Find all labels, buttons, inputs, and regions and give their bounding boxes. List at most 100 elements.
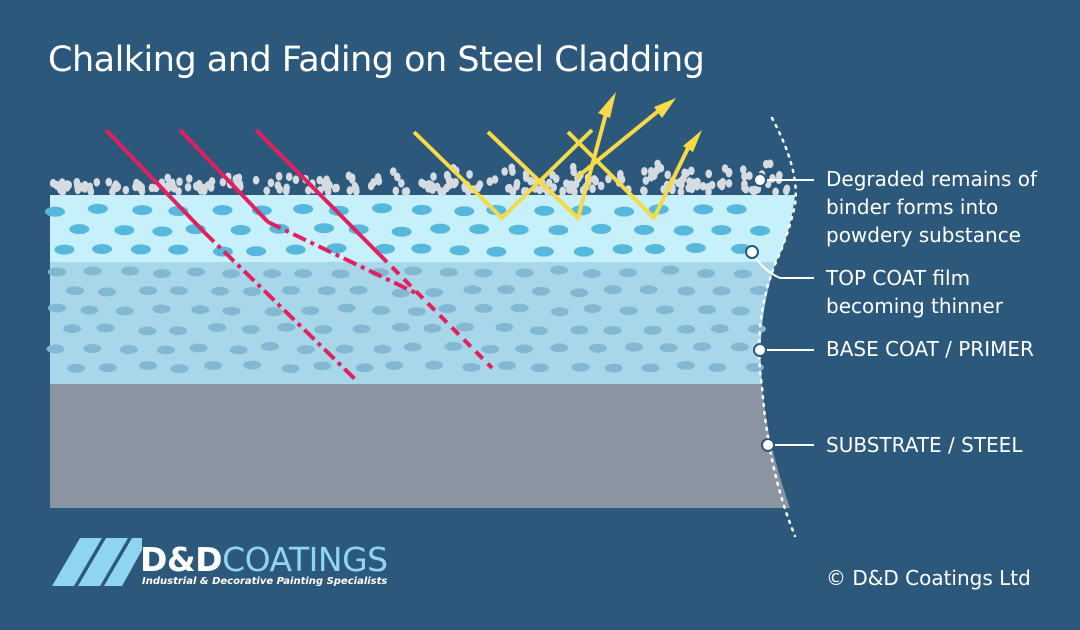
chalk-particle bbox=[677, 187, 685, 197]
chalk-particle bbox=[545, 178, 553, 188]
base-coat-particle bbox=[438, 304, 457, 314]
base-coat-particle bbox=[335, 344, 354, 354]
chalk-particle bbox=[597, 181, 605, 191]
top-coat-particle bbox=[92, 244, 113, 255]
base-coat-particle bbox=[222, 306, 241, 316]
base-coat-particle bbox=[296, 345, 315, 355]
chalk-particle bbox=[86, 182, 94, 192]
base-coat-particle bbox=[659, 343, 678, 353]
top-coat-particle bbox=[87, 203, 108, 214]
base-coat-particle bbox=[314, 325, 333, 335]
top-coat-particle bbox=[634, 224, 655, 235]
base-coat-particle bbox=[96, 323, 115, 333]
base-coat-particles bbox=[46, 265, 769, 374]
base-coat-particle bbox=[204, 361, 223, 371]
top-coat-particle bbox=[533, 246, 554, 257]
chalk-particle bbox=[699, 181, 707, 191]
base-coat-particle bbox=[463, 285, 482, 295]
base-coat-particle bbox=[67, 363, 86, 373]
base-coat-particle bbox=[229, 345, 248, 355]
base-coat-particle bbox=[570, 288, 589, 298]
base-coat-particle bbox=[337, 303, 356, 313]
base-coat-particle bbox=[281, 364, 300, 374]
top-coat-particle bbox=[534, 205, 555, 216]
chalk-particle bbox=[305, 185, 312, 195]
copyright-notice: © D&D Coatings Ltd bbox=[826, 566, 1031, 590]
top-coat-particle bbox=[411, 243, 432, 254]
base-coat-particle bbox=[242, 286, 261, 296]
chalk-particle bbox=[491, 175, 499, 184]
base-coat-particle bbox=[152, 304, 171, 314]
base-coat-particle bbox=[264, 307, 283, 317]
chalk-particle bbox=[323, 175, 330, 185]
base-coat-particle bbox=[169, 286, 188, 296]
chalk-particle bbox=[392, 186, 400, 196]
light-ray-4 bbox=[574, 106, 664, 180]
chalk-particle bbox=[746, 171, 753, 180]
base-coat-particle bbox=[515, 344, 534, 354]
chalk-particle bbox=[276, 185, 283, 194]
chalk-particle bbox=[640, 186, 647, 195]
top-coat-particle bbox=[212, 205, 233, 216]
chalk-particle bbox=[776, 171, 783, 180]
base-coat-particle bbox=[583, 304, 602, 314]
base-coat-particle bbox=[495, 322, 514, 332]
base-coat-particle bbox=[497, 285, 516, 295]
chalk-particle bbox=[769, 173, 776, 183]
reflected-light-rays bbox=[412, 105, 692, 220]
chalk-powder-particles bbox=[49, 159, 791, 197]
base-coat-particle bbox=[745, 362, 764, 372]
label-top-coat-line-2: becoming thinner bbox=[826, 294, 1003, 318]
top-coat-particle bbox=[673, 225, 694, 236]
base-coat-particle bbox=[619, 268, 638, 278]
top-coat-particle bbox=[114, 225, 135, 236]
base-coat-particle bbox=[733, 269, 752, 279]
chalk-particle bbox=[719, 177, 727, 187]
top-coat-particle bbox=[614, 206, 635, 217]
base-coat-particle bbox=[655, 305, 674, 315]
top-coat-particle bbox=[314, 223, 335, 234]
base-coat-particle bbox=[372, 305, 391, 315]
chalk-particle bbox=[252, 175, 260, 185]
base-coat-particle bbox=[97, 287, 116, 297]
top-coat-particle bbox=[693, 204, 714, 215]
base-coat-particle bbox=[550, 343, 569, 353]
base-coat-particle bbox=[676, 360, 695, 370]
base-coat-particle bbox=[352, 324, 371, 334]
base-coat-particle bbox=[211, 286, 230, 296]
chalk-particle bbox=[375, 176, 383, 186]
base-coat-particle bbox=[301, 306, 320, 316]
top-coat-particle bbox=[411, 204, 432, 215]
base-coat-particle bbox=[677, 286, 696, 296]
base-coat-particle bbox=[191, 305, 210, 315]
marker-degraded bbox=[753, 173, 767, 187]
chalk-particle bbox=[176, 177, 183, 186]
chalk-particle bbox=[401, 187, 409, 197]
base-coat-particle bbox=[549, 265, 568, 275]
base-coat-particle bbox=[510, 303, 529, 313]
chalk-particle bbox=[426, 181, 434, 191]
base-coat-particle bbox=[189, 343, 208, 353]
chalk-particle bbox=[437, 187, 445, 196]
light-ray-1 bbox=[412, 128, 594, 220]
chalk-particle bbox=[446, 180, 453, 190]
top-coat-particle bbox=[230, 225, 251, 236]
top-coat-particle bbox=[132, 205, 153, 216]
base-coat-particle bbox=[462, 362, 481, 372]
chalk-particle bbox=[110, 183, 118, 192]
base-coat-particle bbox=[317, 286, 336, 296]
chalk-particle bbox=[444, 172, 452, 182]
base-coat-particle bbox=[152, 269, 171, 279]
base-coat-particle bbox=[407, 307, 426, 317]
chalk-particle bbox=[175, 187, 182, 196]
base-coat-particle bbox=[571, 362, 590, 372]
base-coat-particle bbox=[403, 342, 422, 352]
chalk-particle bbox=[741, 183, 748, 193]
chalk-particle bbox=[486, 177, 494, 186]
arrowheads bbox=[598, 92, 702, 152]
chalk-particle bbox=[165, 183, 172, 193]
label-substrate-line-1: SUBSTRATE / STEEL bbox=[826, 433, 1023, 457]
chalk-particle bbox=[647, 172, 655, 182]
base-coat-particle bbox=[385, 360, 404, 370]
